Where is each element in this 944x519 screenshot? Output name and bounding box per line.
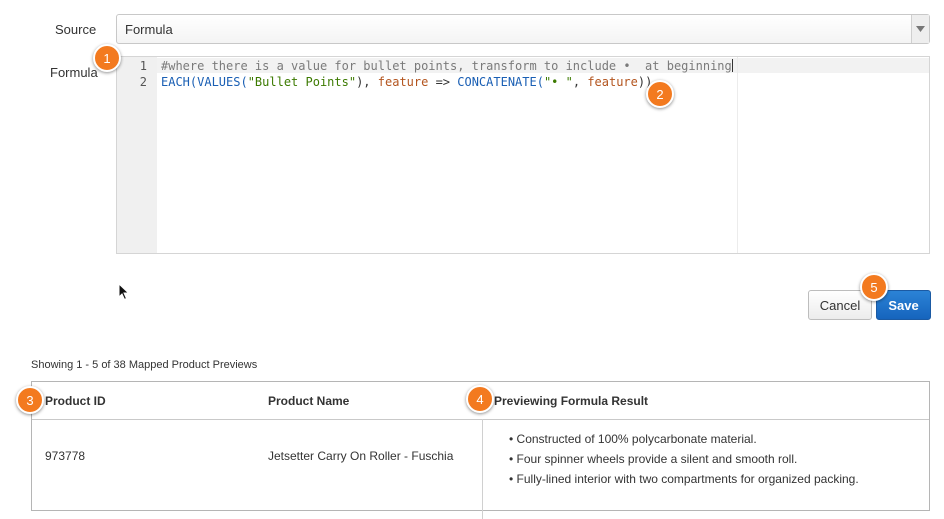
source-select[interactable]: Formula <box>116 14 930 44</box>
column-header-formula-result[interactable]: Previewing Formula Result <box>494 394 649 408</box>
table-header: Product ID Product Name Previewing Formu… <box>32 382 929 420</box>
line-number: 2 <box>139 75 147 89</box>
callout-marker-4: 4 <box>466 385 494 413</box>
formula-result-line: • Fully-lined interior with two compartm… <box>509 472 859 486</box>
formula-result-line: • Four spinner wheels provide a silent a… <box>509 452 798 466</box>
product-name-cell: Jetsetter Carry On Roller - Fuschia <box>268 449 454 463</box>
code-token: feature <box>587 75 638 89</box>
callout-marker-2: 2 <box>646 80 674 108</box>
text-caret <box>731 59 733 72</box>
dropdown-arrow-icon[interactable] <box>911 15 929 43</box>
callout-marker-3: 3 <box>16 386 44 414</box>
code-token: , <box>572 75 588 89</box>
code-token: "Bullet Points" <box>247 75 357 89</box>
code-token: feature <box>377 75 429 89</box>
preview-count-text: Showing 1 - 5 of 38 Mapped Product Previ… <box>31 359 258 371</box>
formula-label: Formula <box>50 65 98 80</box>
cancel-button[interactable]: Cancel <box>808 290 872 320</box>
column-header-product-name[interactable]: Product Name <box>268 394 350 408</box>
code-comment: #where there is a value for bullet point… <box>161 59 732 73</box>
mouse-pointer-icon <box>118 282 130 304</box>
active-line-highlight <box>157 58 929 73</box>
formula-result-line: • Constructed of 100% polycarbonate mate… <box>509 432 757 446</box>
code-token: CONCATENATE( <box>457 75 544 89</box>
code-token: "• " <box>543 75 573 89</box>
print-margin <box>737 57 738 253</box>
editor-gutter <box>117 57 157 253</box>
formula-editor[interactable]: 1 2 #where there is a value for bullet p… <box>116 56 930 254</box>
source-label: Source <box>55 22 97 37</box>
callout-marker-5: 5 <box>860 273 888 301</box>
code-token: EACH(VALUES( <box>161 75 248 89</box>
code-line-2[interactable]: EACH(VALUES("Bullet Points"), feature =>… <box>161 75 652 89</box>
callout-marker-1: 1 <box>93 44 121 72</box>
column-divider <box>482 419 483 519</box>
code-token: ), <box>356 75 378 89</box>
source-select-value: Formula <box>125 22 173 37</box>
code-line-1[interactable]: #where there is a value for bullet point… <box>161 59 733 73</box>
column-header-product-id[interactable]: Product ID <box>45 394 106 408</box>
code-token: => <box>428 75 458 89</box>
line-number: 1 <box>139 59 147 73</box>
product-id-cell: 973778 <box>45 449 86 463</box>
